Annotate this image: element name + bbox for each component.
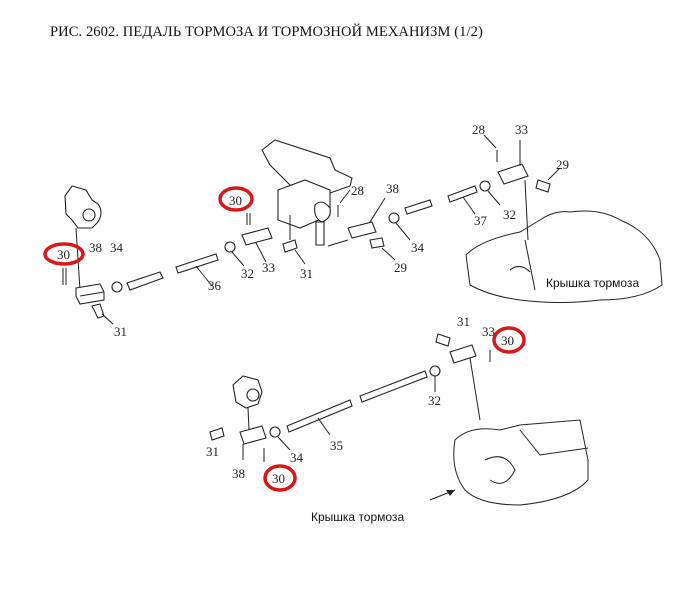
- callout-31: 31: [300, 266, 313, 281]
- callout-30: 30: [229, 193, 242, 208]
- pin-29-right: [535, 179, 551, 193]
- nut-34-bottom: [269, 426, 281, 438]
- rod-end-right: [404, 199, 433, 215]
- callout-31: 31: [114, 324, 127, 339]
- highlight-ring-30: [218, 186, 254, 212]
- pin-29-mid: [369, 237, 385, 249]
- brake-cover-bottom: [453, 419, 589, 506]
- nut-34-mid: [388, 212, 400, 224]
- pin-31-bottom-right: [435, 333, 451, 347]
- callout-35: 35: [330, 438, 343, 453]
- callout-36: 36: [208, 278, 222, 293]
- pin-31-mid: [282, 239, 298, 253]
- caption-brake-cover-top: Крышка тормоза: [546, 276, 639, 290]
- rod-37: [447, 185, 478, 203]
- callout-38: 38: [232, 466, 245, 481]
- clevis-33-bottom: [449, 344, 477, 364]
- pin-31-left: [91, 303, 114, 325]
- highlight-ring-30: [492, 326, 526, 354]
- callout-31: 31: [206, 444, 219, 459]
- clevis-38-left: [75, 283, 105, 305]
- clevis-38-bottom: [239, 425, 267, 445]
- nut-32-right: [479, 180, 491, 192]
- callout-30: 30: [57, 247, 70, 262]
- brake-cover-top: [465, 210, 663, 303]
- callout-34: 34: [290, 450, 304, 465]
- clevis-33-right: [497, 163, 529, 185]
- callout-34: 34: [110, 240, 124, 255]
- bottom-bracket: [232, 375, 263, 431]
- highlight-ring-30: [263, 464, 297, 492]
- callout-32: 32: [241, 266, 254, 281]
- pin-31-bottom-left: [209, 427, 225, 441]
- caption-brake-cover-bottom: Крышка тормоза: [311, 510, 404, 524]
- callout-32: 32: [428, 393, 441, 408]
- callout-28: 28: [472, 122, 485, 137]
- nut-32-bottom: [429, 365, 441, 377]
- callout-33: 33: [482, 324, 495, 339]
- callout-33: 33: [515, 122, 528, 137]
- callout-34: 34: [411, 240, 425, 255]
- callout-33: 33: [262, 260, 275, 275]
- rod-35-far: [359, 370, 428, 403]
- callout-29: 29: [556, 157, 569, 172]
- highlight-ring-30: [43, 242, 85, 266]
- nut-34-left: [111, 281, 123, 293]
- callout-31: 31: [457, 314, 470, 329]
- rod-36: [175, 253, 219, 274]
- callout-38: 38: [89, 240, 102, 255]
- nut-32-top: [224, 241, 236, 253]
- cotter-pin-30-top: [246, 213, 251, 225]
- rod-end-left: [126, 271, 164, 291]
- left-bracket: [64, 185, 102, 291]
- callout-37: 37: [474, 213, 488, 228]
- callout-30: 30: [501, 333, 514, 348]
- callout-28: 28: [351, 183, 364, 198]
- cotter-pin-30-left: [62, 268, 67, 285]
- callout-30: 30: [272, 471, 285, 486]
- callout-32: 32: [503, 207, 516, 222]
- callout-29: 29: [394, 260, 407, 275]
- rod-35: [286, 399, 353, 433]
- callout-38: 38: [386, 181, 399, 196]
- figure-title: РИС. 2602. ПЕДАЛЬ ТОРМОЗА И ТОРМОЗНОЙ МЕ…: [50, 24, 483, 40]
- pedal-assembly: [261, 139, 353, 247]
- clevis-33-top: [241, 227, 273, 246]
- clevis-38-mid: [347, 221, 377, 239]
